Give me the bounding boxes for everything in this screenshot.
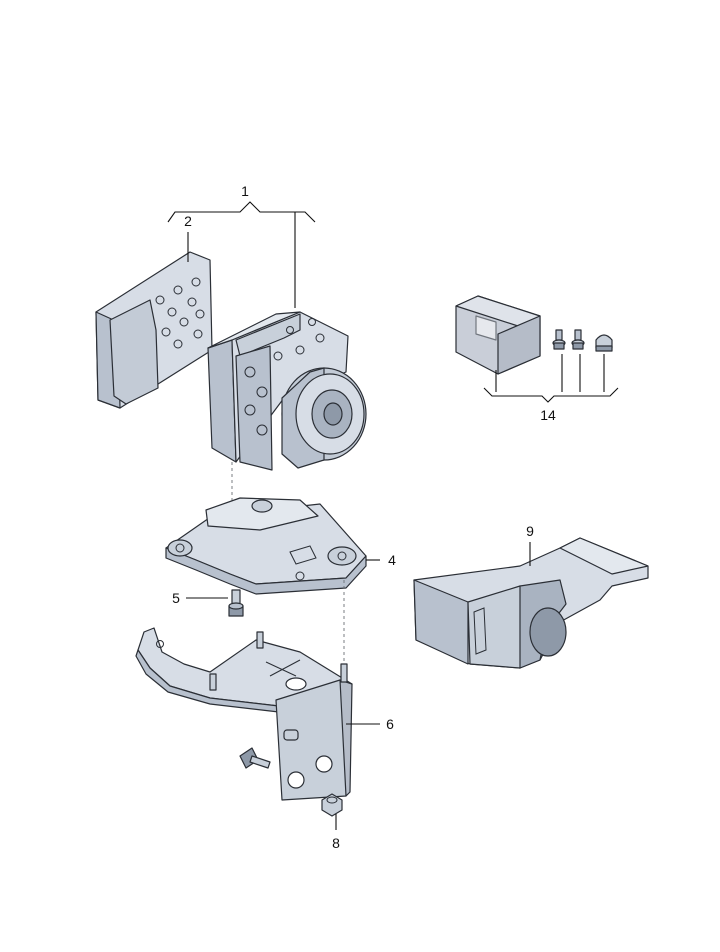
bolt [228, 589, 244, 617]
callout-6: 6 [386, 716, 394, 732]
mounting-bracket-upper [165, 497, 367, 595]
callout-8: 8 [332, 835, 340, 851]
callout-6-group: 6 [346, 716, 394, 732]
callout-4: 4 [388, 552, 396, 568]
callout-5-group: 5 [172, 590, 228, 606]
heat-shield [413, 537, 649, 669]
callout-14: 14 [540, 407, 556, 423]
callout-2-group: 2 [184, 213, 192, 262]
callout-8-group: 8 [332, 814, 340, 851]
control-module [95, 251, 213, 409]
callout-4-group: 4 [366, 552, 396, 568]
callout-5: 5 [172, 590, 180, 606]
mounting-bracket-lower [135, 627, 353, 801]
screw-a-icon [552, 329, 566, 350]
small-parts-kit [455, 295, 613, 375]
screw-lower-icon [239, 747, 271, 769]
abs-hydraulic-unit [207, 311, 367, 471]
callout-1: 1 [241, 183, 249, 199]
callout-1-group: 1 [167, 183, 316, 308]
callout-9-group: 9 [526, 523, 534, 566]
screw-b-icon [571, 329, 585, 350]
callout-2: 2 [184, 213, 192, 229]
nut [321, 793, 343, 817]
callout-9: 9 [526, 523, 534, 539]
nut-cap-icon [595, 334, 613, 352]
callout-14-group: 14 [483, 354, 619, 423]
